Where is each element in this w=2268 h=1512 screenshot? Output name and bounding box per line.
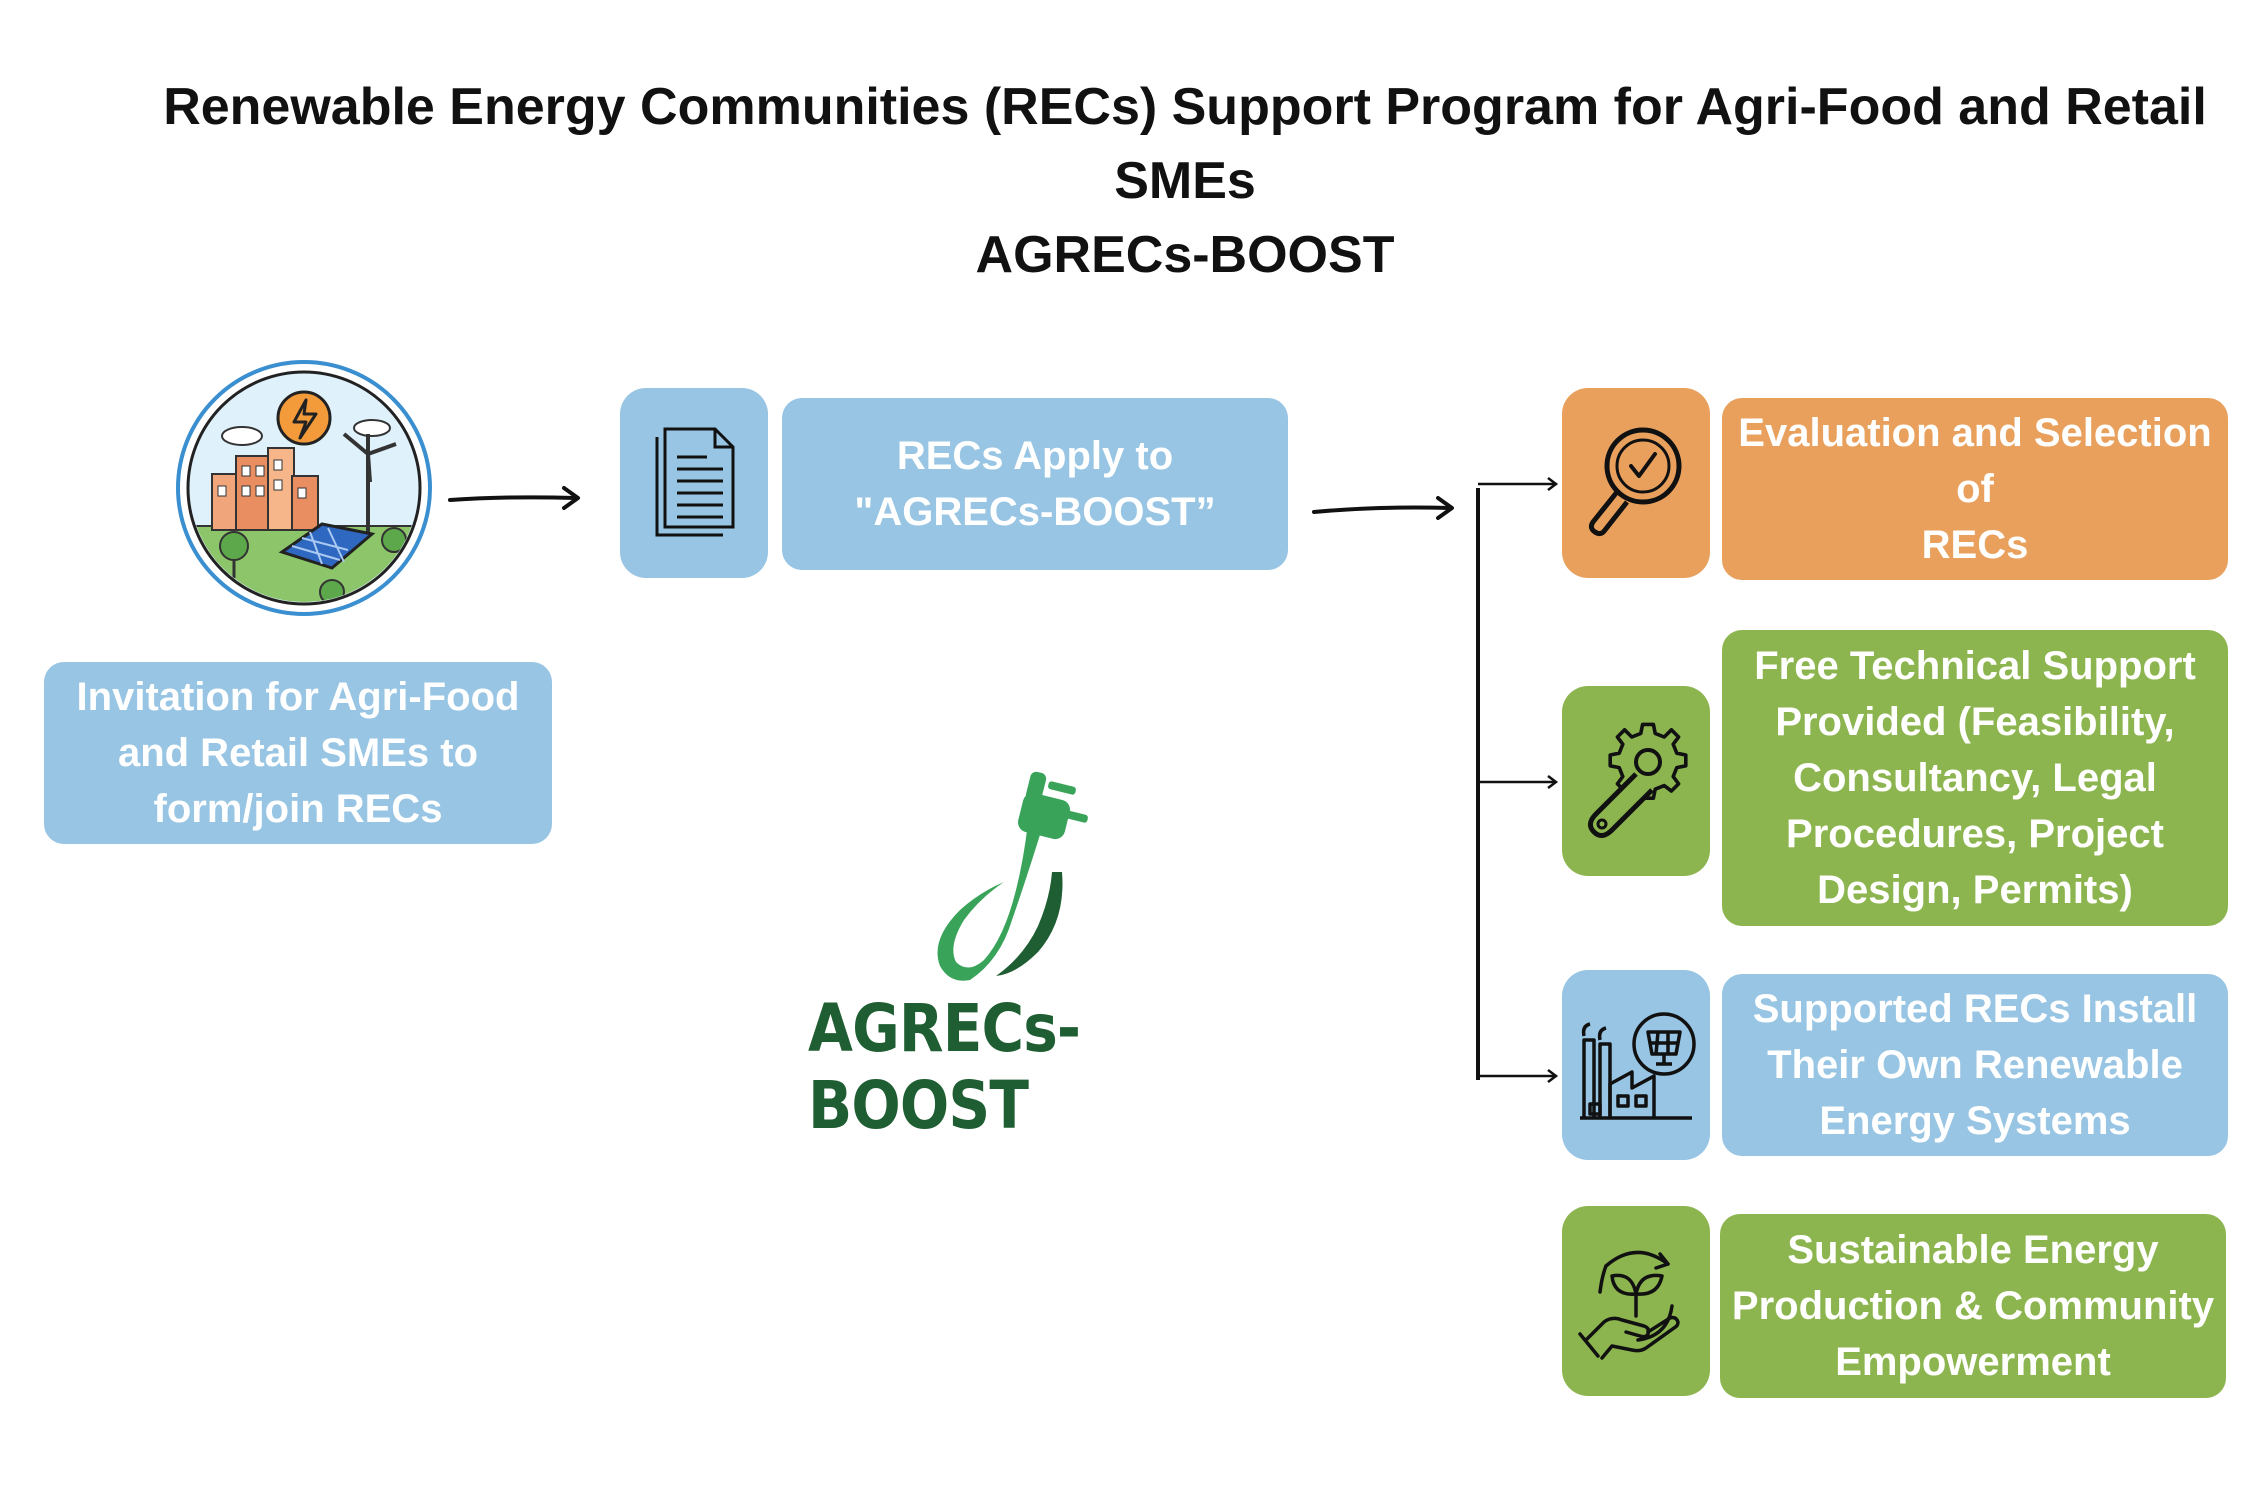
evaluation-line: RECs bbox=[1921, 523, 2029, 567]
sustainable-line: Empowerment bbox=[1835, 1340, 2111, 1384]
technical-line: Design, Permits) bbox=[1817, 868, 2133, 912]
factory-solar-icon bbox=[1562, 970, 1710, 1160]
evaluation-line: of bbox=[1956, 467, 1994, 511]
install-line: Energy Systems bbox=[1819, 1099, 2131, 1143]
install-line: Supported RECs Install bbox=[1752, 987, 2198, 1031]
invitation-line: Invitation for Agri-Food bbox=[76, 675, 520, 719]
sustainable-line: Sustainable Energy bbox=[1787, 1228, 2159, 1272]
diagram-title: Renewable Energy Communities (RECs) Supp… bbox=[120, 70, 2250, 292]
title-line-1: Renewable Energy Communities (RECs) Supp… bbox=[163, 78, 2207, 136]
invitation-line: and Retail SMEs to bbox=[117, 731, 479, 775]
invitation-box: Invitation for Agri-Food and Retail SMEs… bbox=[44, 662, 552, 844]
wrench-gear-icon bbox=[1562, 686, 1710, 876]
install-box: Supported RECs Install Their Own Renewab… bbox=[1722, 974, 2228, 1156]
title-line-2: SMEs bbox=[1114, 152, 1256, 210]
sustainable-line: Production & Community bbox=[1731, 1284, 2215, 1328]
flow-arrow bbox=[448, 486, 580, 510]
apply-line: RECs Apply to bbox=[896, 434, 1174, 478]
hand-plant-icon bbox=[1562, 1206, 1710, 1396]
invitation-line: form/join RECs bbox=[153, 787, 443, 831]
branch-connector bbox=[1476, 477, 1559, 1083]
install-line: Their Own Renewable bbox=[1767, 1043, 2183, 1087]
sustainable-box: Sustainable Energy Production & Communit… bbox=[1720, 1214, 2226, 1398]
technical-line: Procedures, Project bbox=[1786, 812, 2164, 856]
technical-line: Free Technical Support bbox=[1754, 644, 2196, 688]
apply-box: RECs Apply to "AGRECs-BOOST” bbox=[782, 398, 1288, 570]
technical-line: Provided (Feasibility, bbox=[1775, 700, 2175, 744]
technical-line: Consultancy, Legal bbox=[1793, 756, 2157, 800]
plug-leaf-logo-icon bbox=[937, 771, 1088, 981]
renewable-city-icon bbox=[172, 356, 436, 620]
logo-wordmark: AGRECs-BOOST bbox=[808, 990, 1081, 1144]
document-icon bbox=[620, 388, 768, 578]
evaluation-line: Evaluation and Selection bbox=[1738, 411, 2212, 455]
evaluation-box: Evaluation and Selection of RECs bbox=[1722, 398, 2228, 580]
magnifier-check-icon bbox=[1562, 388, 1710, 578]
flow-arrow bbox=[1312, 496, 1454, 520]
technical-support-box: Free Technical Support Provided (Feasibi… bbox=[1722, 630, 2228, 926]
title-line-3: AGRECs-BOOST bbox=[975, 226, 1395, 284]
apply-line: "AGRECs-BOOST” bbox=[854, 490, 1216, 534]
